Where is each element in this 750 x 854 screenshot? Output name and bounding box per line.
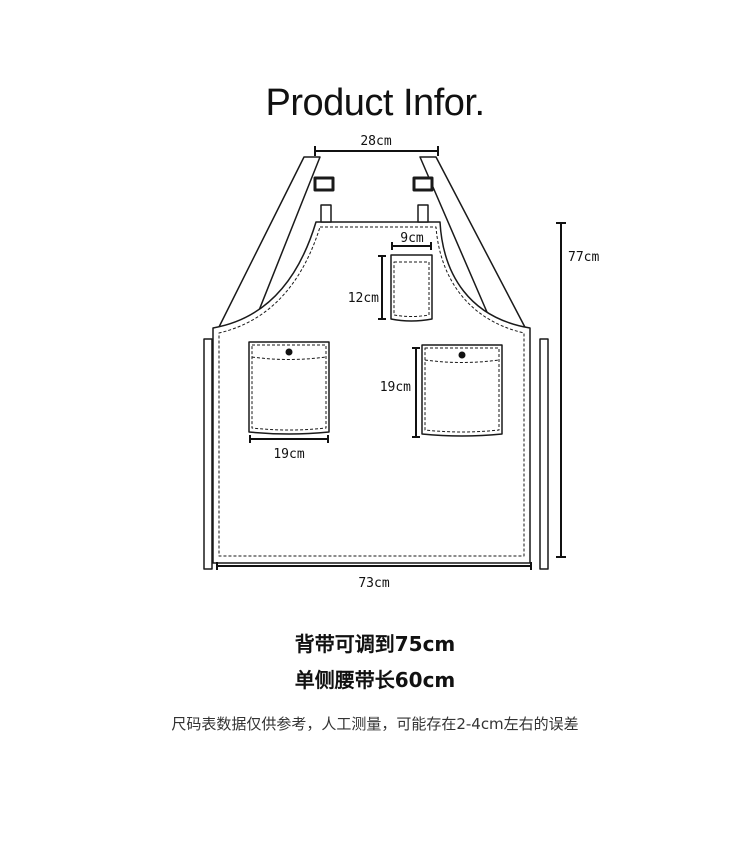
label-right-pocket-height: 19cm	[380, 380, 411, 395]
left-pocket-snap	[285, 348, 293, 356]
left-pocket-flap	[251, 356, 327, 360]
label-apron-width: 73cm	[358, 576, 389, 591]
right-pocket-stitching	[424, 347, 500, 433]
label-chest-pocket-width: 9cm	[400, 231, 424, 246]
chest-pocket	[390, 254, 433, 322]
right-pocket	[421, 344, 503, 437]
left-strap-tab	[320, 204, 332, 223]
disclaimer-note: 尺码表数据仅供参考，人工测量，可能存在2-4cm左右的误差	[171, 715, 579, 733]
apron-stitching	[218, 226, 525, 557]
left-pocket-stitching	[251, 344, 327, 431]
left-buckle	[313, 176, 335, 192]
right-waist-strap	[539, 338, 549, 570]
label-left-pocket-width: 19cm	[273, 447, 304, 462]
label-strap-width: 28cm	[360, 134, 391, 149]
neck-strap-note: 背带可调到75cm	[294, 632, 456, 656]
apron-diagram: 28cm 9cm 12cm 77cm 19cm 19cm 73cm	[203, 134, 599, 591]
chest-pocket-stitching	[393, 261, 430, 317]
right-pocket-flap	[424, 359, 500, 363]
left-waist-strap	[203, 338, 213, 570]
page-title: Product Infor.	[265, 82, 485, 124]
right-pocket-snap	[458, 351, 466, 359]
right-buckle	[412, 176, 434, 192]
waist-strap-note: 单侧腰带长60cm	[294, 668, 456, 692]
label-chest-pocket-height: 12cm	[348, 291, 379, 306]
label-total-length: 77cm	[568, 250, 599, 265]
right-strap-tab	[417, 204, 429, 223]
left-pocket	[248, 341, 330, 435]
